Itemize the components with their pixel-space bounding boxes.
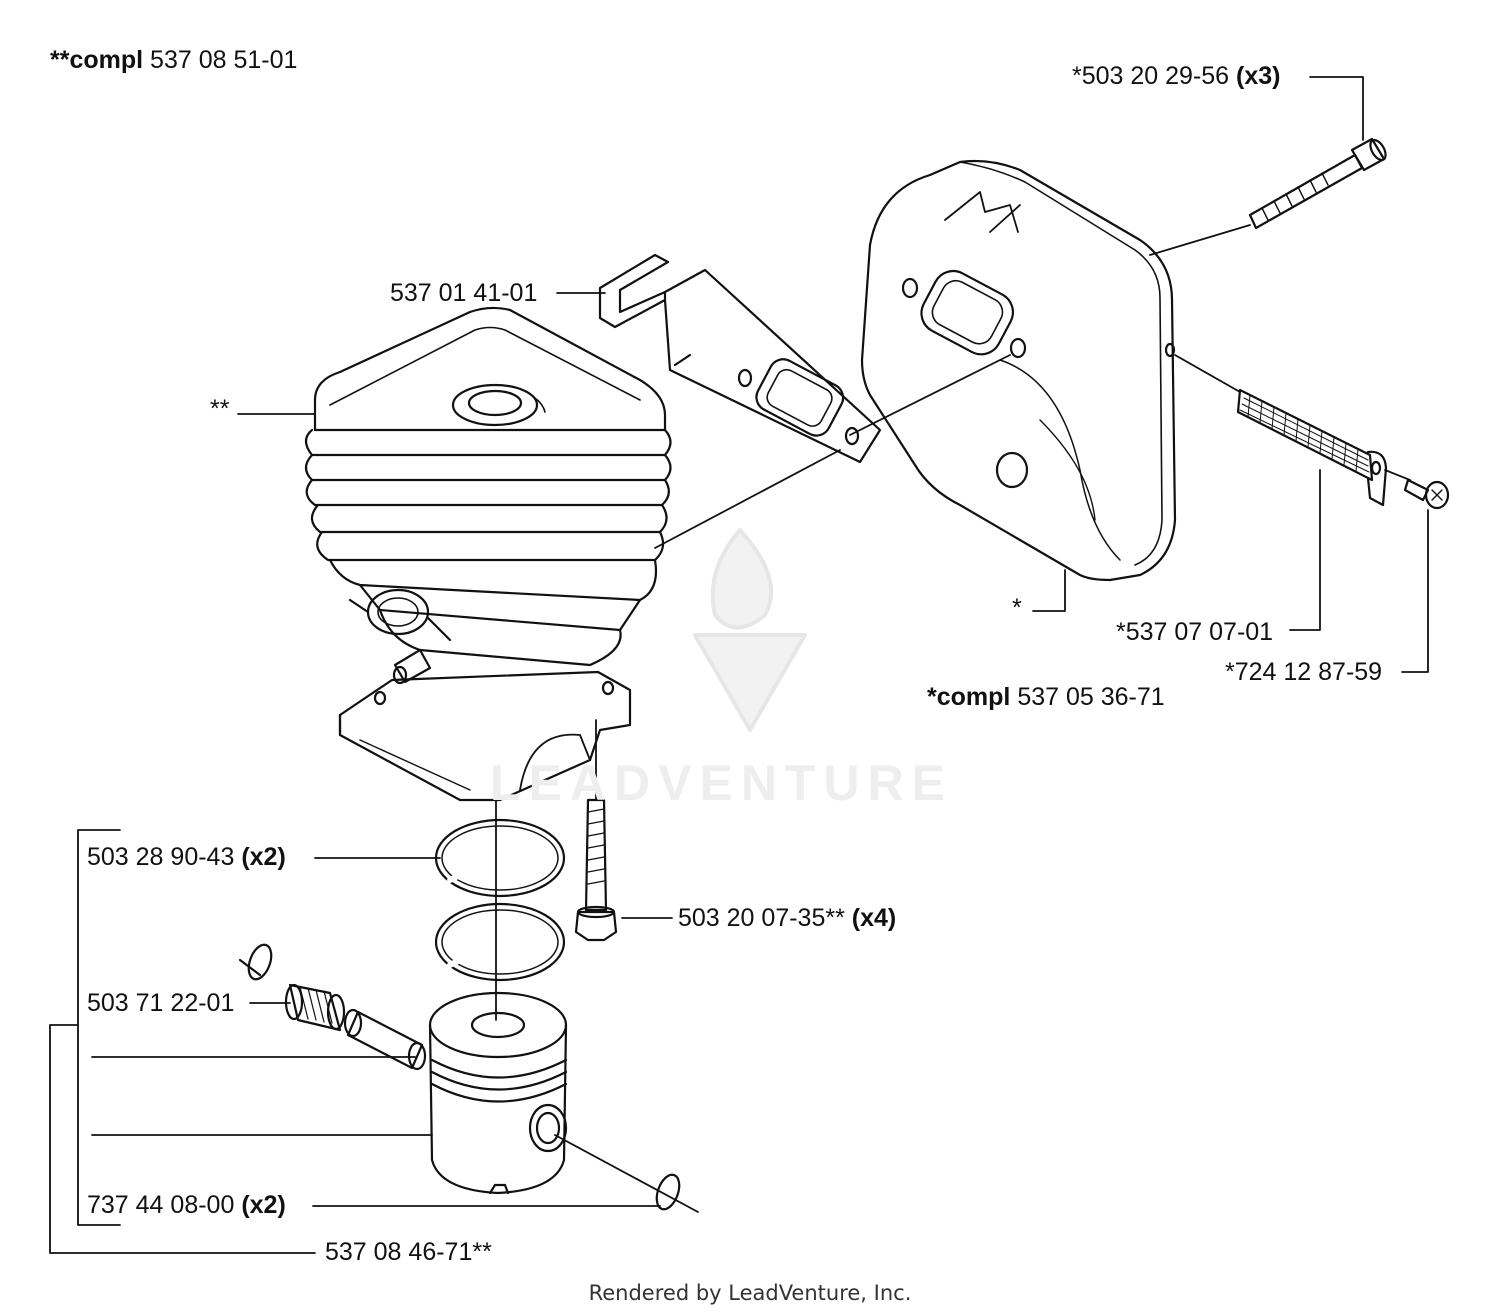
gasket-bracket-drawing (598, 253, 882, 464)
needle-bearing-drawing (284, 983, 346, 1032)
muffler-kit-number: 537 05 36-71 (1017, 683, 1165, 711)
spark-screen-number: *537 07 07-01 (1116, 618, 1274, 646)
gasket-bracket-number: 537 01 41-01 (390, 279, 538, 307)
leader-lines (49, 76, 1429, 1254)
circlip-qty: (x2) (241, 1191, 286, 1219)
piston-kit-label[interactable]: 537 08 46-71** (325, 1240, 492, 1265)
spark-screen-label[interactable]: *537 07 07-01 (1116, 620, 1273, 645)
muffler-screw-label[interactable]: *503 20 29-56 (x3) (1072, 64, 1281, 89)
needle-bearing-label[interactable]: 503 71 22-01 (87, 991, 234, 1016)
muffler-screw-drawing (1248, 137, 1387, 230)
piston-pin-drawing (343, 1008, 427, 1071)
footer-credit: Rendered by LeadVenture, Inc. (588, 1281, 912, 1305)
watermark-text: LEADVENTURE (490, 755, 954, 811)
piston-rings-drawing (434, 818, 566, 982)
muffler-screw-number: *503 20 29-56 (1072, 62, 1230, 90)
piston-drawing (428, 991, 568, 1195)
cylinder-drawing (304, 306, 672, 802)
spark-screen-drawing (1236, 388, 1388, 507)
leadventure-logo (693, 528, 807, 732)
piston-ring-label[interactable]: 503 28 90-43 (x2) (87, 845, 286, 870)
muffler-drawing (860, 159, 1177, 582)
cylinder-kit-label[interactable]: **compl 537 08 51-01 (50, 48, 297, 73)
circlip-number: 737 44 08-00 (87, 1191, 235, 1219)
gasket-bracket-label[interactable]: 537 01 41-01 (390, 281, 537, 306)
muffler-marker-label[interactable]: * (1012, 596, 1022, 621)
cylinder-bolt-label[interactable]: 503 20 07-35** (x4) (678, 906, 896, 931)
screen-screw-number: *724 12 87-59 (1225, 658, 1383, 686)
cylinder-kit-prefix: **compl (50, 46, 144, 74)
muffler-marker: * (1012, 594, 1022, 622)
needle-bearing-number: 503 71 22-01 (87, 989, 235, 1017)
circlip-left-drawing (238, 943, 273, 981)
piston-ring-number: 503 28 90-43 (87, 843, 235, 871)
screen-screw-label[interactable]: *724 12 87-59 (1225, 660, 1382, 685)
piston-ring-qty: (x2) (241, 843, 286, 871)
cylinder-kit-number: 537 08 51-01 (150, 46, 298, 74)
circlip-right-drawing (655, 1173, 681, 1211)
screen-screw-drawing (1403, 478, 1450, 510)
cylinder-marker: ** (210, 395, 230, 423)
muffler-kit-label[interactable]: *compl 537 05 36-71 (927, 685, 1165, 710)
cylinder-bolt-number: 503 20 07-35** (678, 904, 845, 932)
muffler-kit-prefix: *compl (927, 683, 1011, 711)
cylinder-bolt-qty: (x4) (851, 904, 897, 932)
cylinder-marker-label[interactable]: ** (210, 397, 229, 422)
piston-kit-number: 537 08 46-71** (325, 1238, 492, 1266)
circlip-label[interactable]: 737 44 08-00 (x2) (87, 1193, 286, 1218)
cylinder-bolt-drawing (574, 798, 618, 942)
muffler-screw-qty: (x3) (1236, 62, 1281, 90)
